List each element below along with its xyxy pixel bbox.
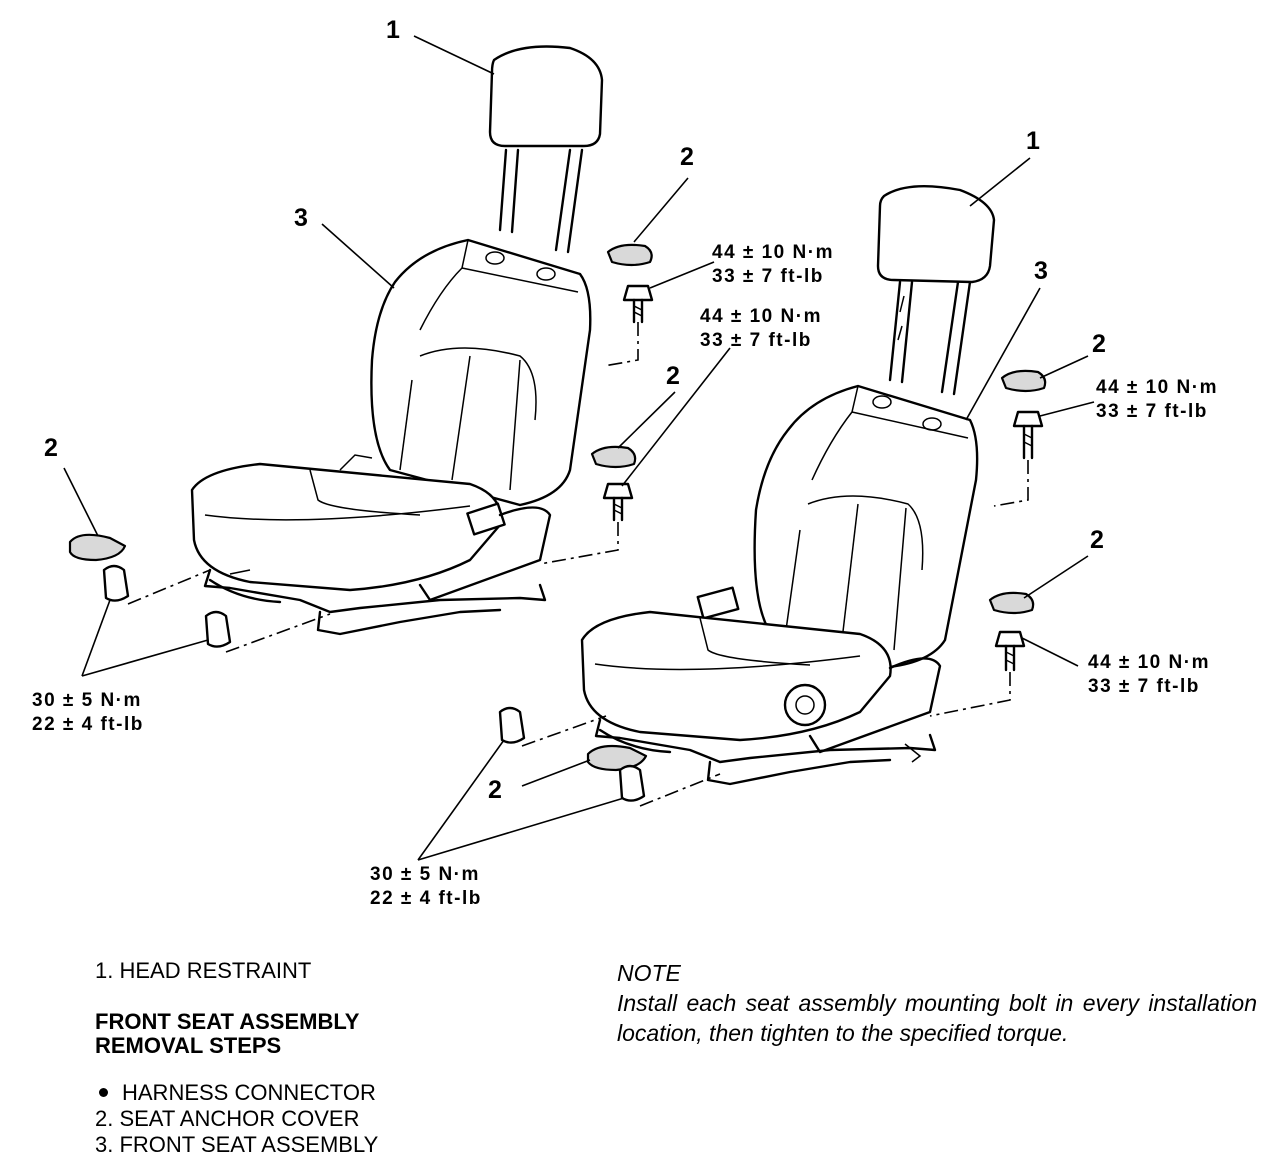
torque-left-front-imperial: 33 ± 7 ft-lb bbox=[700, 330, 812, 351]
torque-left-rear-imperial: 33 ± 7 ft-lb bbox=[712, 266, 824, 287]
note: NOTE Install each seat assembly mounting… bbox=[617, 958, 1257, 1048]
left-seat-cushion bbox=[190, 462, 506, 592]
callout-1-left: 1 bbox=[386, 16, 400, 44]
torque-left-nuts-metric: 30 ± 5 N·m bbox=[32, 690, 142, 711]
legend-steps: HARNESS CONNECTOR 2. SEAT ANCHOR COVER 3… bbox=[95, 1080, 565, 1158]
callout-2-left-mid: 2 bbox=[666, 362, 680, 390]
right-seat-back bbox=[696, 384, 979, 670]
callout-2-left-front: 2 bbox=[44, 434, 58, 462]
anchor-cover-left-mid bbox=[590, 445, 637, 469]
anchor-cover-left-front bbox=[68, 533, 127, 562]
legend-heading-line1: FRONT SEAT ASSEMBLY bbox=[95, 1009, 360, 1034]
legend-step: 2. SEAT ANCHOR COVER bbox=[95, 1106, 360, 1131]
mounting-bolts bbox=[602, 284, 1044, 672]
nut-left-2 bbox=[204, 610, 232, 648]
torque-right-nuts-metric: 30 ± 5 N·m bbox=[370, 864, 480, 885]
anchor-cover-left-top bbox=[606, 243, 653, 267]
note-body: Install each seat assembly mounting bolt… bbox=[617, 990, 1257, 1046]
leader-lines bbox=[63, 35, 1095, 861]
callout-2-right-mid: 2 bbox=[1090, 526, 1104, 554]
right-head-restraint bbox=[876, 185, 996, 396]
bolt-left-front bbox=[602, 482, 634, 522]
nut-right-1 bbox=[498, 706, 526, 744]
front-seat-exploded-diagram: 1 3 2 2 2 1 3 2 2 2 44 ± 10 N·m 33 ± 7 f… bbox=[32, 16, 1218, 909]
anchor-cover-right-front bbox=[586, 744, 648, 772]
torque-left-front-metric: 44 ± 10 N·m bbox=[700, 306, 822, 327]
left-head-restraint bbox=[488, 45, 604, 254]
legend-step-text: HARNESS CONNECTOR bbox=[122, 1080, 376, 1105]
right-seat-cushion bbox=[580, 610, 892, 742]
legend-step: 3. FRONT SEAT ASSEMBLY bbox=[95, 1132, 379, 1157]
torque-right-front-imperial: 33 ± 7 ft-lb bbox=[1088, 676, 1200, 697]
torque-right-front-metric: 44 ± 10 N·m bbox=[1088, 652, 1210, 673]
callout-2-right-top: 2 bbox=[1092, 330, 1106, 358]
callout-3-right: 3 bbox=[1034, 257, 1048, 285]
bolt-right-rear bbox=[1012, 410, 1044, 460]
bolt-left-rear bbox=[622, 284, 654, 324]
legend-heading-line2: REMOVAL STEPS bbox=[95, 1033, 282, 1058]
mounting-nuts bbox=[102, 564, 646, 802]
callout-3-left: 3 bbox=[294, 204, 308, 232]
torque-left-rear-metric: 44 ± 10 N·m bbox=[712, 242, 834, 263]
legend-step: HARNESS CONNECTOR bbox=[95, 1080, 565, 1106]
legend: 1. HEAD RESTRAINT FRONT SEAT ASSEMBLY RE… bbox=[95, 958, 565, 1158]
callout-2-right-front: 2 bbox=[488, 776, 502, 804]
left-seat-assembly bbox=[190, 45, 604, 636]
left-seat-back bbox=[370, 238, 592, 507]
callout-1-right: 1 bbox=[1026, 127, 1040, 155]
anchor-covers bbox=[68, 243, 1047, 772]
torque-right-rear-imperial: 33 ± 7 ft-lb bbox=[1096, 401, 1208, 422]
torque-right-rear-metric: 44 ± 10 N·m bbox=[1096, 377, 1218, 398]
note-title: NOTE bbox=[617, 960, 681, 986]
bolt-right-front bbox=[994, 630, 1026, 672]
right-seat-frame bbox=[594, 657, 942, 786]
torque-left-nuts-imperial: 22 ± 4 ft-lb bbox=[32, 714, 144, 735]
anchor-cover-right-mid bbox=[988, 591, 1035, 615]
install-lines bbox=[127, 322, 1029, 807]
anchor-cover-right-top bbox=[1000, 369, 1047, 393]
right-seat-assembly bbox=[580, 185, 996, 786]
legend-component: 1. HEAD RESTRAINT bbox=[95, 958, 312, 983]
callout-2-left-top: 2 bbox=[680, 143, 694, 171]
nut-left-1 bbox=[102, 564, 130, 602]
left-seat-frame bbox=[203, 454, 552, 636]
torque-right-nuts-imperial: 22 ± 4 ft-lb bbox=[370, 888, 482, 909]
bullet-icon bbox=[99, 1088, 108, 1098]
nut-right-2 bbox=[618, 764, 646, 802]
